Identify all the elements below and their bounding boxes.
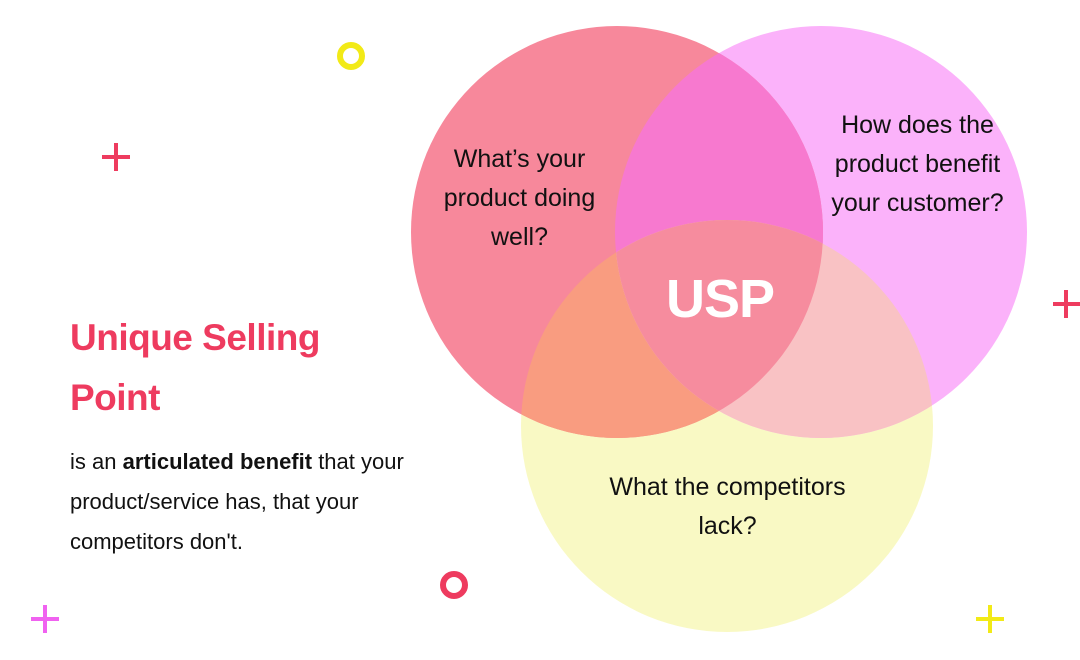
pink-plus-icon [31, 605, 59, 633]
yellow-plus-icon [976, 605, 1004, 633]
yellow-ring-icon [337, 42, 365, 70]
right-circle-label: How does the product benefit your custom… [831, 111, 1004, 217]
bottom-circle-label: What the competitors lack? [609, 473, 846, 540]
left-circle-label: What’s your product doing well? [443, 145, 596, 251]
red-plus-icon [1053, 290, 1080, 318]
description: is an articulated benefit that your prod… [70, 442, 430, 562]
usp-label: USP [665, 269, 775, 329]
description-prefix: is an [70, 449, 123, 474]
description-emphasis: articulated benefit [122, 449, 313, 474]
red-plus-icon [102, 143, 130, 171]
description-suffix: that your product/service has, that your… [70, 449, 404, 554]
red-ring-icon [440, 571, 468, 599]
page-title: Unique Selling Point [70, 317, 320, 418]
